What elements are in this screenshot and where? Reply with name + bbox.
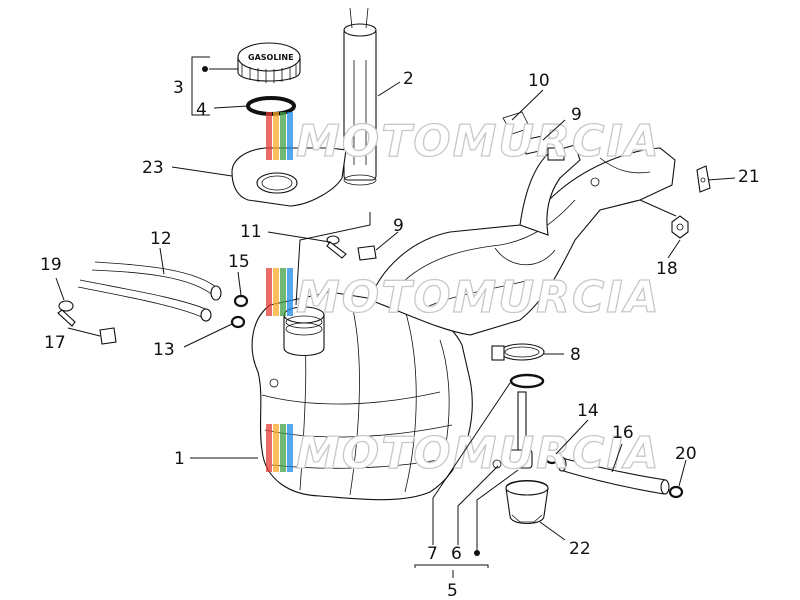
callout-14: 14 xyxy=(577,401,599,421)
watermark-text-bottom: MOTOMURCIA xyxy=(296,428,661,479)
watermark-middle: MOTOMURCIA xyxy=(266,268,661,324)
filter-holder-22 xyxy=(505,479,549,525)
screw-19 xyxy=(57,300,76,327)
callout-11: 11 xyxy=(240,222,262,242)
hose-clip-14 xyxy=(544,451,560,465)
fuel-level-tube xyxy=(343,7,377,186)
tank-frame-tube xyxy=(369,144,676,336)
callout-labels: 1 2 3 4 5 6 7 8 9 9 10 11 12 13 14 15 16… xyxy=(40,69,760,600)
callout-5: 5 xyxy=(447,581,458,600)
cap-gasket xyxy=(246,96,296,116)
watermark-top: MOTOMURCIA xyxy=(266,112,661,168)
callout-9-upper: 9 xyxy=(571,105,582,125)
bolt-11 xyxy=(326,235,347,259)
callout-12: 12 xyxy=(150,229,172,249)
hose-12 xyxy=(77,261,222,322)
callout-6: 6 xyxy=(451,544,462,564)
hose-clip-13 xyxy=(230,315,246,329)
callout-8: 8 xyxy=(570,345,581,365)
callout-17: 17 xyxy=(44,333,66,353)
callout-21: 21 xyxy=(738,167,760,187)
fuel-sender-6 xyxy=(492,391,533,469)
callout-10: 10 xyxy=(528,71,550,91)
callout-2: 2 xyxy=(403,69,414,89)
fuel-cap: GASOLINE xyxy=(237,42,301,83)
callout-15: 15 xyxy=(228,252,250,272)
callout-22: 22 xyxy=(569,539,591,559)
callout-19: 19 xyxy=(40,255,62,275)
clip-10 xyxy=(502,111,531,135)
clip-nut-9-upper xyxy=(523,135,545,155)
nut-18 xyxy=(671,215,689,239)
tank-filler-neck xyxy=(283,306,325,357)
callout-20: 20 xyxy=(675,444,697,464)
callout-7: 7 xyxy=(427,544,438,564)
filler-cover-tray xyxy=(231,147,347,207)
callout-3: 3 xyxy=(173,78,184,98)
clip-nut-17 xyxy=(99,327,117,345)
watermark-text-middle: MOTOMURCIA xyxy=(296,272,661,323)
bracket-21 xyxy=(696,165,711,193)
callout-4: 4 xyxy=(196,100,207,120)
callout-23: 23 xyxy=(142,158,164,178)
o-ring-7 xyxy=(509,373,545,389)
watermark-bottom: MOTOMURCIA xyxy=(266,424,661,480)
callout-13: 13 xyxy=(153,340,175,360)
hose-clip-15 xyxy=(233,294,249,308)
fuel-cap-label: GASOLINE xyxy=(248,53,294,62)
hose-clip-20 xyxy=(668,485,684,499)
clamp-8 xyxy=(491,343,545,361)
callout-1: 1 xyxy=(174,449,185,469)
leader-lines xyxy=(55,56,736,578)
watermark-text-top: MOTOMURCIA xyxy=(296,116,661,167)
callout-16: 16 xyxy=(612,423,634,443)
callout-18: 18 xyxy=(656,259,678,279)
hose-16 xyxy=(557,456,670,495)
clip-nut-9-center xyxy=(357,245,377,261)
callout-9-center: 9 xyxy=(393,216,404,236)
